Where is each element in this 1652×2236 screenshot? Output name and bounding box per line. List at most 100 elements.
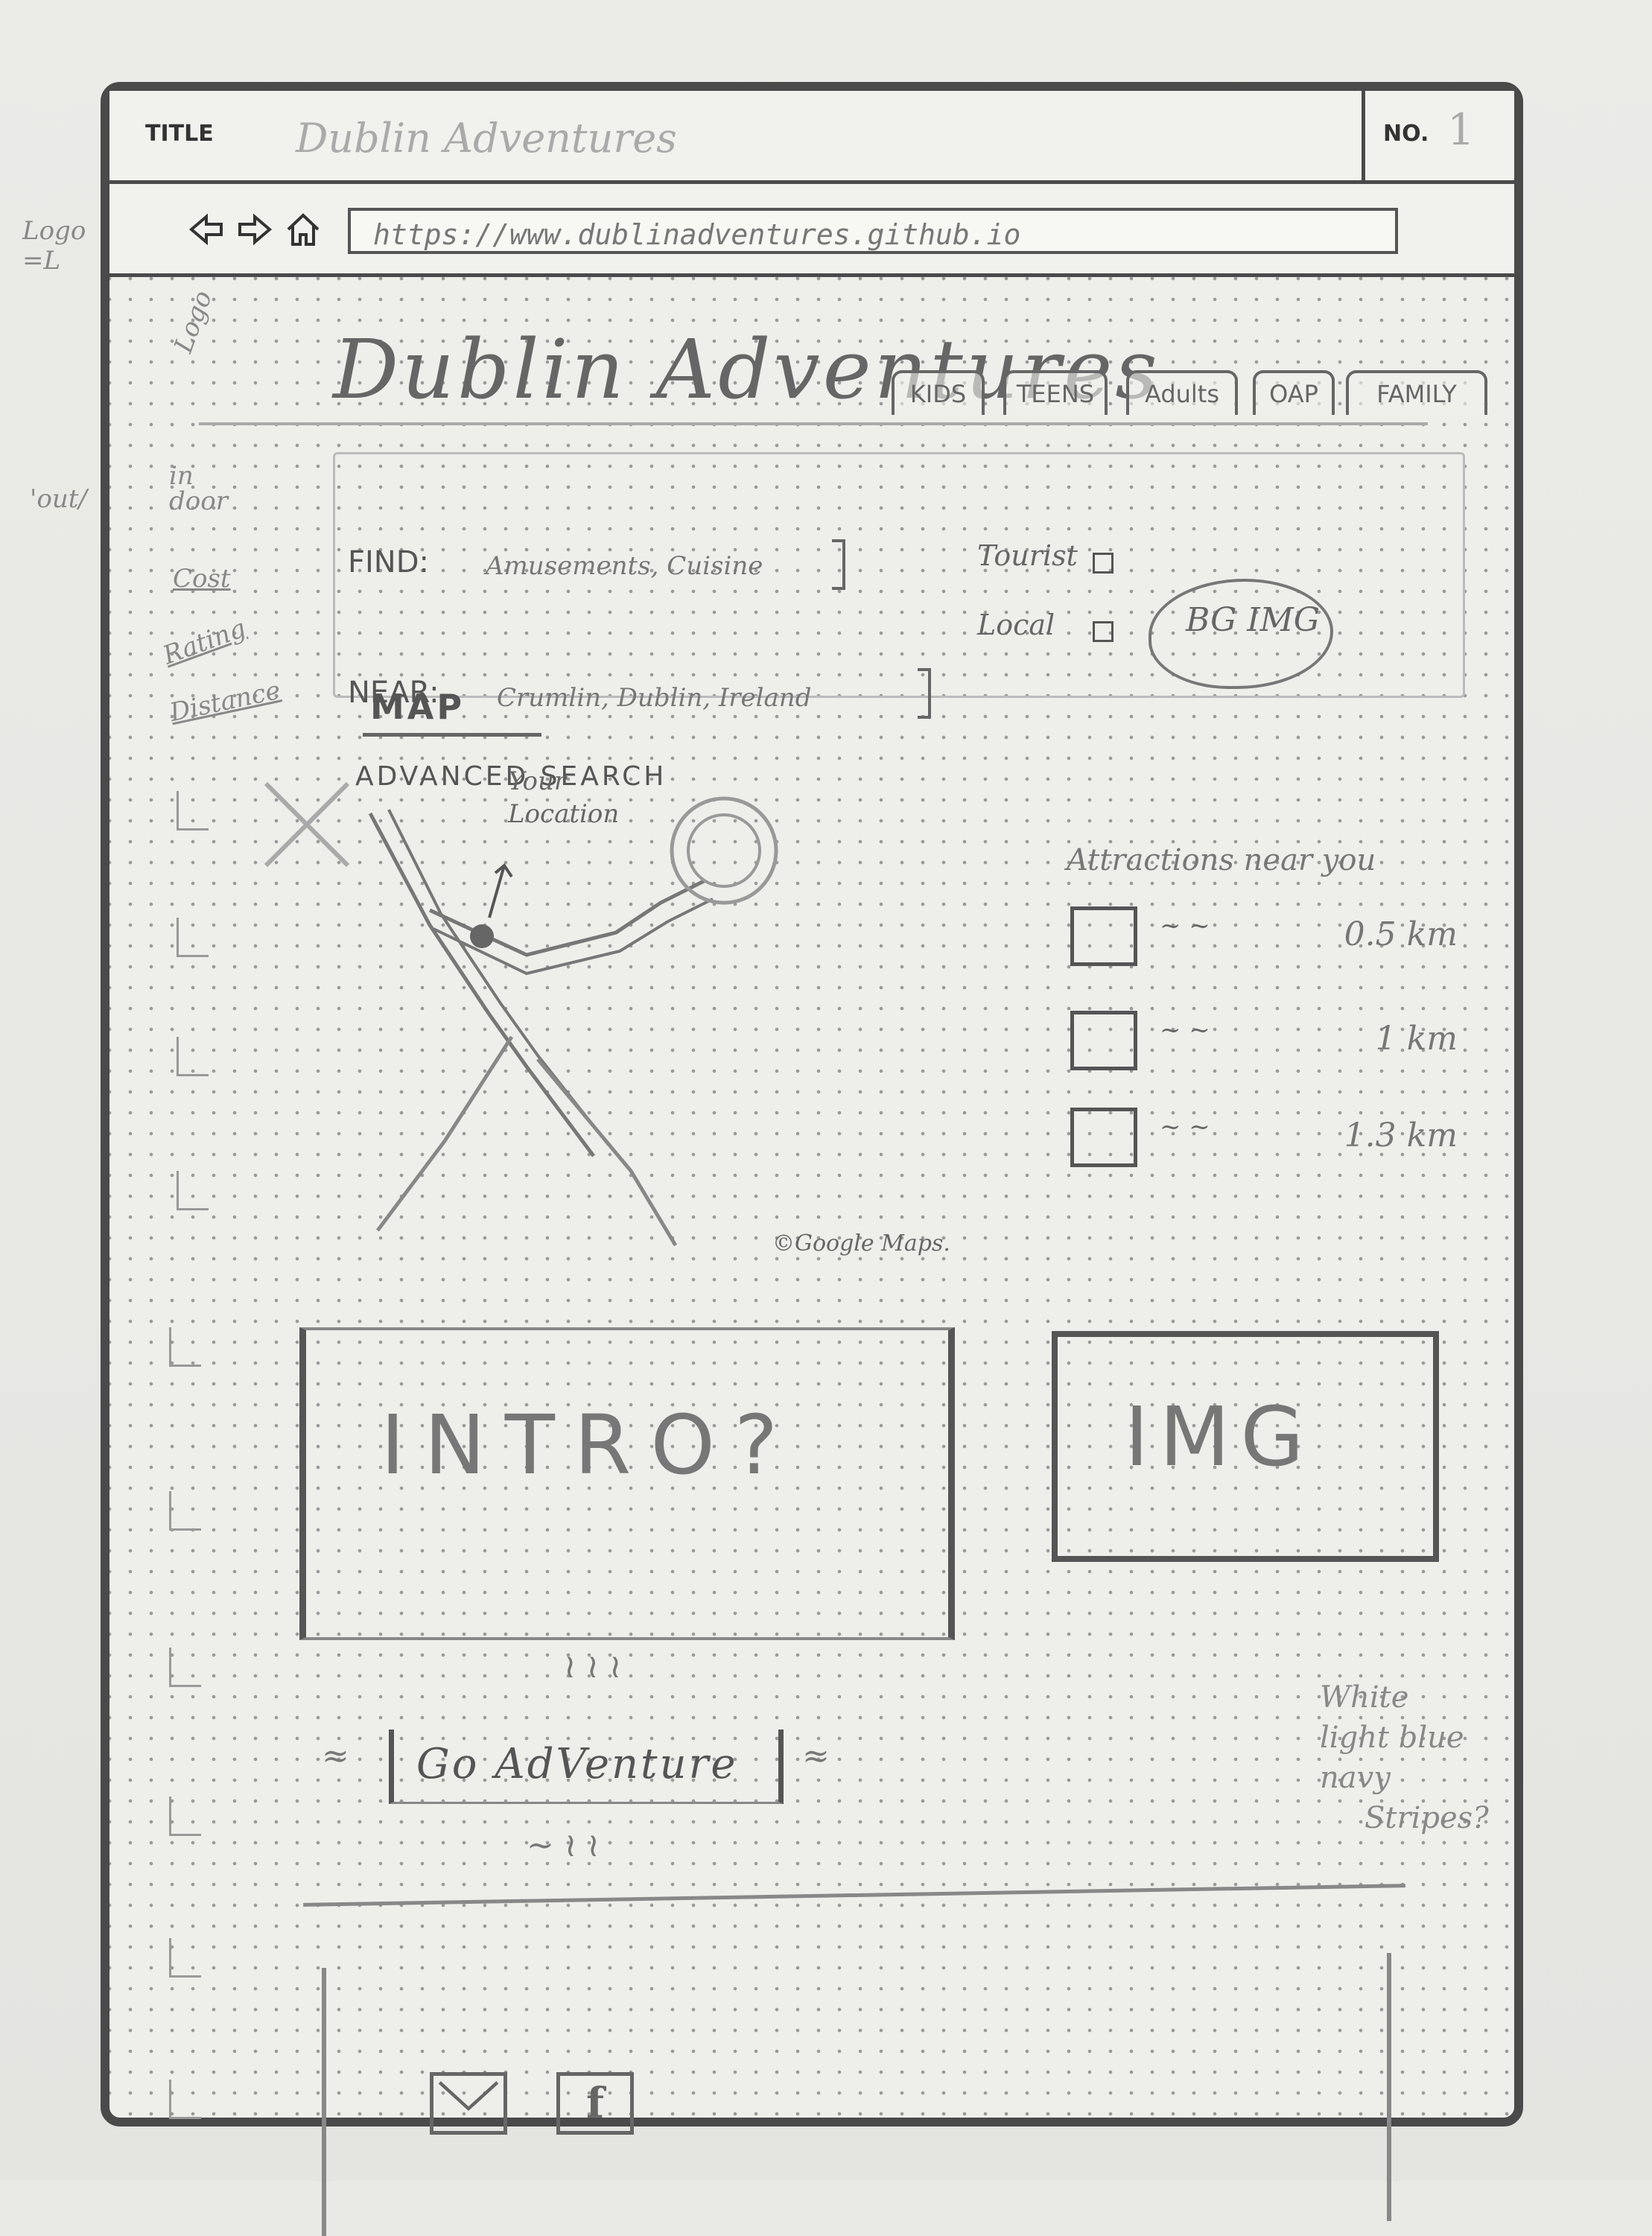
color-scheme-note: White light blue navy Stripes? [1320,1677,1543,1838]
home-icon[interactable] [285,211,322,248]
intro-text: INTRO? [381,1397,798,1493]
forward-arrow-icon[interactable] [236,211,273,248]
go-adventure-button[interactable]: Go AdVenture [389,1730,784,1804]
map-road [428,878,707,957]
bg-image-note: BG IMG [1186,601,1320,639]
map-roundabout [670,796,778,905]
margin-tick [177,1037,209,1076]
margin-tick [177,791,209,830]
margin-tick [169,1327,201,1367]
margin-tick [169,1648,201,1687]
map-road [376,1035,678,1247]
number-box: NO. 1 [1362,91,1514,180]
image-placeholder-text: IMG [1125,1389,1315,1484]
tab-family[interactable]: FAMILY [1346,370,1487,415]
bg-image-cloud [1149,579,1333,689]
attraction-item[interactable]: ~ ~ 1 km [1070,1011,1458,1085]
page-content: Logo in door Cost Rating Distance Dublin… [109,277,1514,2236]
advanced-search-link[interactable]: ADVANCED SEARCH [355,761,667,792]
your-location-label: Your Location [508,766,620,829]
margin-note-logo: Logo =L [22,216,86,276]
tourist-checkbox[interactable] [1093,553,1113,574]
map-road [368,812,595,1157]
attractions-title: Attractions near you [1067,843,1376,877]
map-credit: ©Google Maps. [772,1230,950,1257]
find-label: FIND: [348,545,430,579]
attraction-distance: 0.5 km [1344,915,1458,953]
number-value: 1 [1447,104,1475,155]
mail-icon[interactable] [430,2072,507,2135]
cta-decoration: ≈ [802,1737,830,1775]
local-checkbox[interactable] [1093,621,1113,642]
map-area[interactable] [244,754,1100,1260]
attraction-text: ~ ~ [1160,1112,1210,1142]
browser-window: TITLE Dublin Adventures NO. 1 https://ww… [101,82,1523,2236]
attraction-thumbnail [1070,1011,1137,1070]
facebook-glyph: f [585,2079,605,2128]
go-adventure-label: Go AdVenture [416,1740,738,1788]
tab-oap[interactable]: OAP [1253,370,1335,415]
tourist-label: Tourist [977,539,1078,572]
cta-decoration: ≈ [322,1737,349,1775]
map-heading-underline [363,733,541,737]
attraction-text: ~ ~ [1160,911,1210,941]
map-road [387,809,610,1146]
url-bar[interactable]: https://www.dublinadventures.github.io [348,208,1398,254]
footer-border-right [1387,1953,1391,2221]
url-text: https://www.dublinadventures.github.io [373,218,1021,251]
header-divider [199,422,1428,425]
near-label: NEAR: [348,676,439,710]
near-input[interactable]: Crumlin, Dublin, Ireland [497,683,812,713]
title-label: TITLE [145,121,214,147]
margin-note-rating: Rating [159,613,250,671]
attraction-thumbnail [1070,1108,1137,1167]
cta-decoration: ≀ ≀ ≀ [564,1648,622,1686]
image-placeholder: IMG [1052,1331,1439,1562]
cta-decoration: ∼ ≀ ≀ [527,1826,600,1864]
title-bar: TITLE Dublin Adventures NO. 1 [109,91,1514,184]
color-note-line: Stripes? [1365,1801,1489,1835]
margin-note-cost: Cost [173,564,231,594]
attraction-item[interactable]: ~ ~ 0.5 km [1070,906,1458,981]
attraction-distance: 1 km [1375,1020,1458,1058]
margin-tick [177,1171,209,1210]
margin-tick [169,2080,201,2119]
margin-note-out: 'out/ [30,484,87,514]
margin-note-distance: Distance [167,675,284,728]
margin-tick [169,1491,201,1531]
map-road [433,898,714,976]
location-arrow-icon [488,863,513,918]
attraction-thumbnail [1070,906,1137,966]
attraction-item[interactable]: ~ ~ 1.3 km [1070,1108,1458,1182]
tab-teens[interactable]: TEENS [1003,370,1108,415]
map-heading: MAP [370,687,466,727]
tab-kids[interactable]: KIDS [892,370,985,415]
map-road [264,781,350,868]
map-roundabout [687,813,761,888]
number-label: NO. [1383,121,1429,147]
attraction-distance: 1.3 km [1344,1117,1458,1154]
margin-note-logo-side: Logo [168,287,219,357]
attraction-text: ~ ~ [1160,1015,1210,1045]
facebook-icon[interactable]: f [556,2072,634,2135]
margin-tick [169,1938,201,1978]
back-arrow-icon[interactable] [188,211,225,248]
browser-nav-bar: https://www.dublinadventures.github.io [109,184,1514,277]
search-panel [333,452,1465,698]
margin-tick [169,1797,201,1836]
location-pin-icon [470,924,494,948]
footer-border-left [322,1968,326,2236]
find-input-bracket [832,539,845,590]
color-note-line: light blue [1320,1721,1464,1755]
intro-box: INTRO? [299,1327,955,1640]
margin-note-indoor: in door [169,461,228,516]
tab-adults[interactable]: Adults [1126,370,1238,415]
near-input-bracket [918,668,931,719]
footer-divider [303,1884,1405,1907]
margin-tick [177,918,209,957]
title-value: Dublin Adventures [296,115,677,162]
color-note-line: White [1320,1680,1409,1715]
local-label: Local [977,609,1055,641]
find-input[interactable]: Amusements, Cuisine [486,551,763,581]
